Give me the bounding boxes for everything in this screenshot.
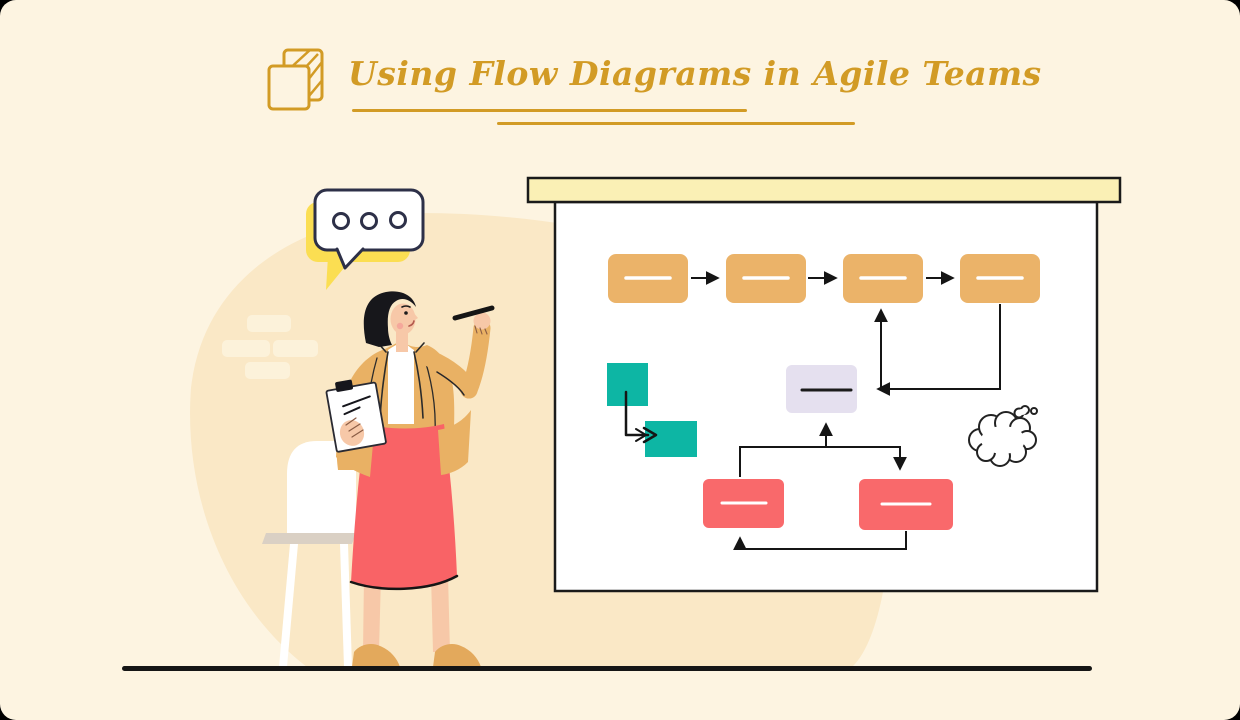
typing-dots-icon	[332, 211, 407, 230]
thought-cloud-icon	[968, 405, 1038, 467]
speech-bubble	[306, 188, 425, 290]
whiteboard-rail	[526, 176, 1122, 204]
shoes	[352, 644, 481, 667]
hair	[363, 291, 416, 347]
neck	[396, 330, 408, 352]
mouth	[408, 320, 415, 327]
pen-fingers	[474, 325, 488, 335]
eyebrow	[401, 305, 411, 308]
floor-line	[122, 666, 1092, 671]
overlapping-squares-icon	[267, 48, 324, 111]
pen-hand	[473, 312, 491, 330]
title-underline-1	[352, 109, 747, 112]
brick-doodle	[222, 315, 318, 379]
sticky-note-small	[645, 421, 697, 457]
face	[390, 303, 416, 335]
cheek-blush	[396, 322, 404, 330]
clipboard-fingers	[345, 417, 364, 438]
flow-diagram	[607, 254, 1040, 551]
eye	[404, 311, 408, 315]
shirt	[388, 341, 414, 424]
sleeve-seam	[436, 371, 465, 396]
clipboard-hand	[339, 420, 365, 446]
title-underline-2	[497, 122, 855, 125]
sticky-note-arrow	[624, 390, 658, 444]
legs	[363, 575, 450, 652]
presenter-woman	[325, 291, 495, 667]
skirt	[351, 424, 457, 589]
skirt-hem-line	[349, 574, 459, 591]
task-box-labels	[720, 501, 932, 506]
flow-arrows	[691, 271, 1001, 551]
sticky-note-large	[607, 363, 648, 406]
pen-icon	[452, 305, 495, 321]
page-title: Using Flow Diagrams in Agile Teams	[348, 54, 1042, 93]
nose	[412, 312, 418, 322]
whiteboard	[526, 176, 1122, 593]
